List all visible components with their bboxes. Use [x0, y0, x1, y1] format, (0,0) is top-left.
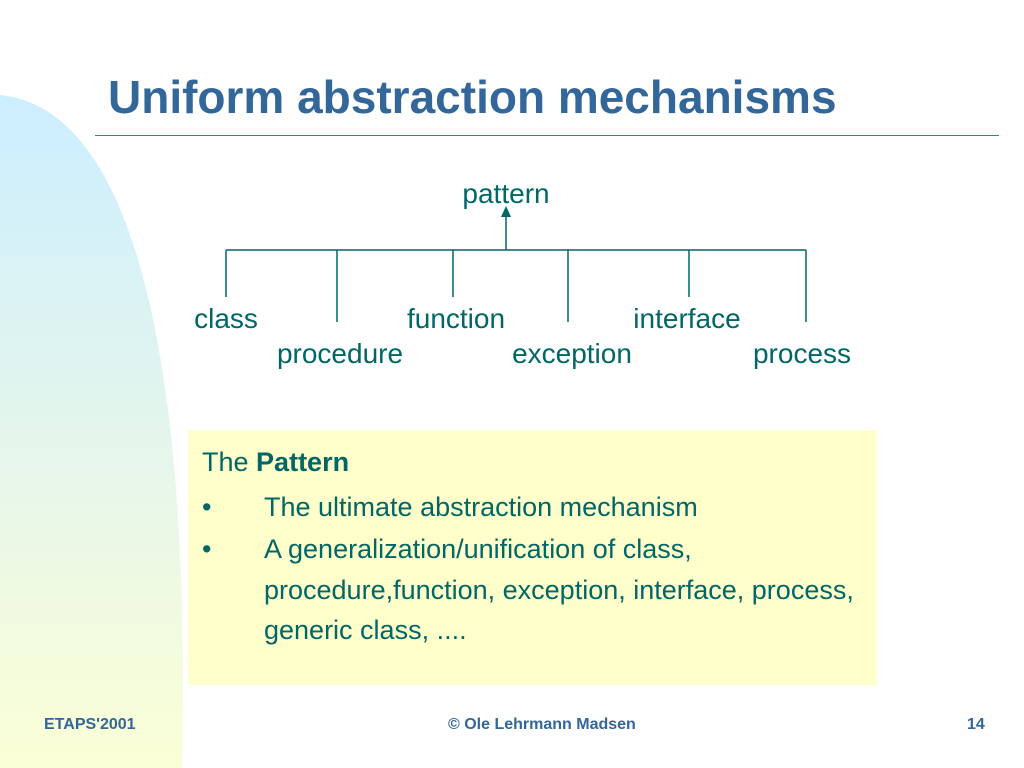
diagram-node-process: process [752, 338, 852, 369]
callout-heading-bold: Pattern [256, 447, 350, 477]
bullet-marker: • [202, 534, 212, 564]
diagram-node-procedure: procedure [276, 338, 404, 369]
callout-bullet-item: • A generalization/unification of class,… [202, 529, 863, 651]
footer-conference: ETAPS'2001 [44, 716, 136, 733]
callout-bullet-item: • The ultimate abstraction mechanism [202, 487, 863, 528]
title-divider [95, 135, 999, 136]
diagram-root-pattern: pattern [462, 178, 550, 209]
callout-heading-prefix: The [202, 447, 249, 477]
diagram-node-exception: exception [512, 338, 632, 369]
diagram-node-interface: interface [633, 303, 741, 334]
pattern-callout-box: The Pattern • The ultimate abstraction m… [188, 430, 877, 685]
footer-page-number: 14 [967, 716, 985, 733]
decorative-side-shape [0, 95, 183, 768]
slide-title: Uniform abstraction mechanisms [108, 71, 837, 123]
callout-bullet-text: A generalization/unification of class, p… [264, 534, 854, 645]
callout-bullet-text: The ultimate abstraction mechanism [264, 491, 698, 522]
callout-heading: The Pattern [202, 442, 863, 483]
diagram-node-function: function [406, 303, 506, 334]
footer-copyright: © Ole Lehrmann Madsen [448, 716, 636, 733]
bullet-marker: • [202, 491, 212, 522]
diagram-node-class: class [194, 303, 258, 334]
